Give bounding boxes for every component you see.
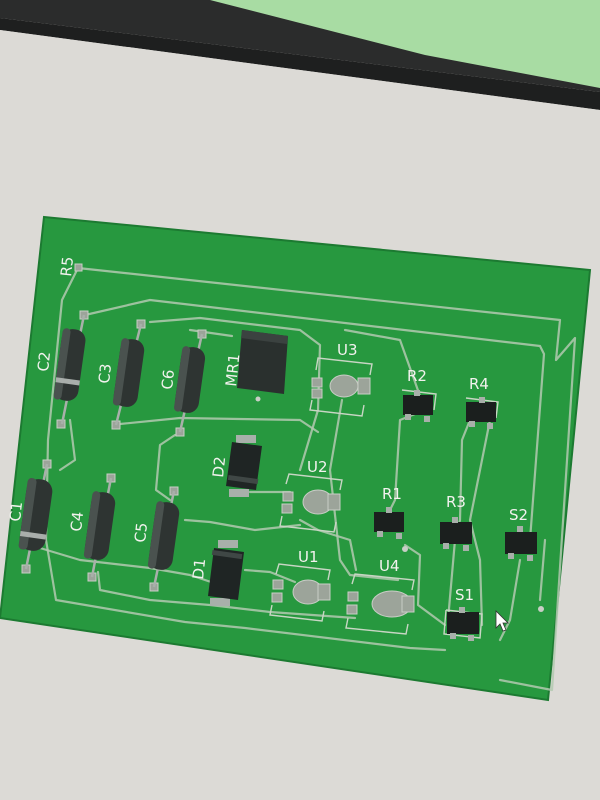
component-u4[interactable]	[345, 573, 415, 635]
component-mr1[interactable]	[237, 330, 288, 402]
pcb-board-edge	[0, 215, 592, 702]
component-r4[interactable]	[465, 397, 499, 429]
label-d2: D2	[209, 456, 229, 479]
component-r3[interactable]	[440, 517, 472, 551]
component-c3[interactable]	[111, 319, 146, 430]
component-c1[interactable]	[18, 459, 54, 574]
component-u3[interactable]	[309, 357, 373, 417]
label-c5: C5	[131, 522, 151, 544]
label-u2: U2	[307, 458, 328, 476]
label-s2: S2	[509, 506, 528, 524]
component-u2[interactable]	[279, 473, 343, 533]
label-c2: C2	[34, 351, 54, 373]
component-c5[interactable]	[147, 486, 180, 592]
component-c6[interactable]	[174, 329, 207, 437]
label-mr1: MR1	[222, 353, 243, 388]
pcb-board[interactable]	[0, 217, 590, 700]
label-r2: R2	[407, 367, 427, 385]
component-c2[interactable]	[53, 310, 89, 429]
label-u4: U4	[379, 557, 400, 575]
label-c1: C1	[6, 501, 26, 523]
label-r3: R3	[446, 493, 466, 511]
label-r1: R1	[382, 485, 402, 503]
label-u1: U1	[298, 548, 319, 566]
component-r2[interactable]	[401, 389, 437, 422]
label-r4: R4	[469, 375, 489, 393]
component-r1[interactable]	[374, 507, 408, 552]
label-d1: D1	[189, 558, 209, 581]
bezel-edge	[0, 18, 600, 110]
component-s2[interactable]	[505, 526, 544, 612]
label-u3: U3	[337, 341, 358, 359]
pcb-traces	[28, 266, 577, 692]
label-c6: C6	[158, 369, 178, 391]
mouse-cursor-icon	[495, 610, 509, 632]
component-d1[interactable]	[208, 540, 244, 606]
component-d2[interactable]	[226, 435, 262, 497]
label-c4: C4	[67, 511, 87, 533]
label-r5: R5	[57, 256, 77, 278]
component-c4[interactable]	[83, 473, 116, 582]
r5-pad	[74, 263, 83, 272]
component-s1[interactable]	[443, 607, 483, 641]
label-s1: S1	[455, 586, 474, 604]
label-c3: C3	[95, 363, 115, 385]
component-u1[interactable]	[269, 563, 331, 622]
screen-strip	[210, 0, 600, 88]
